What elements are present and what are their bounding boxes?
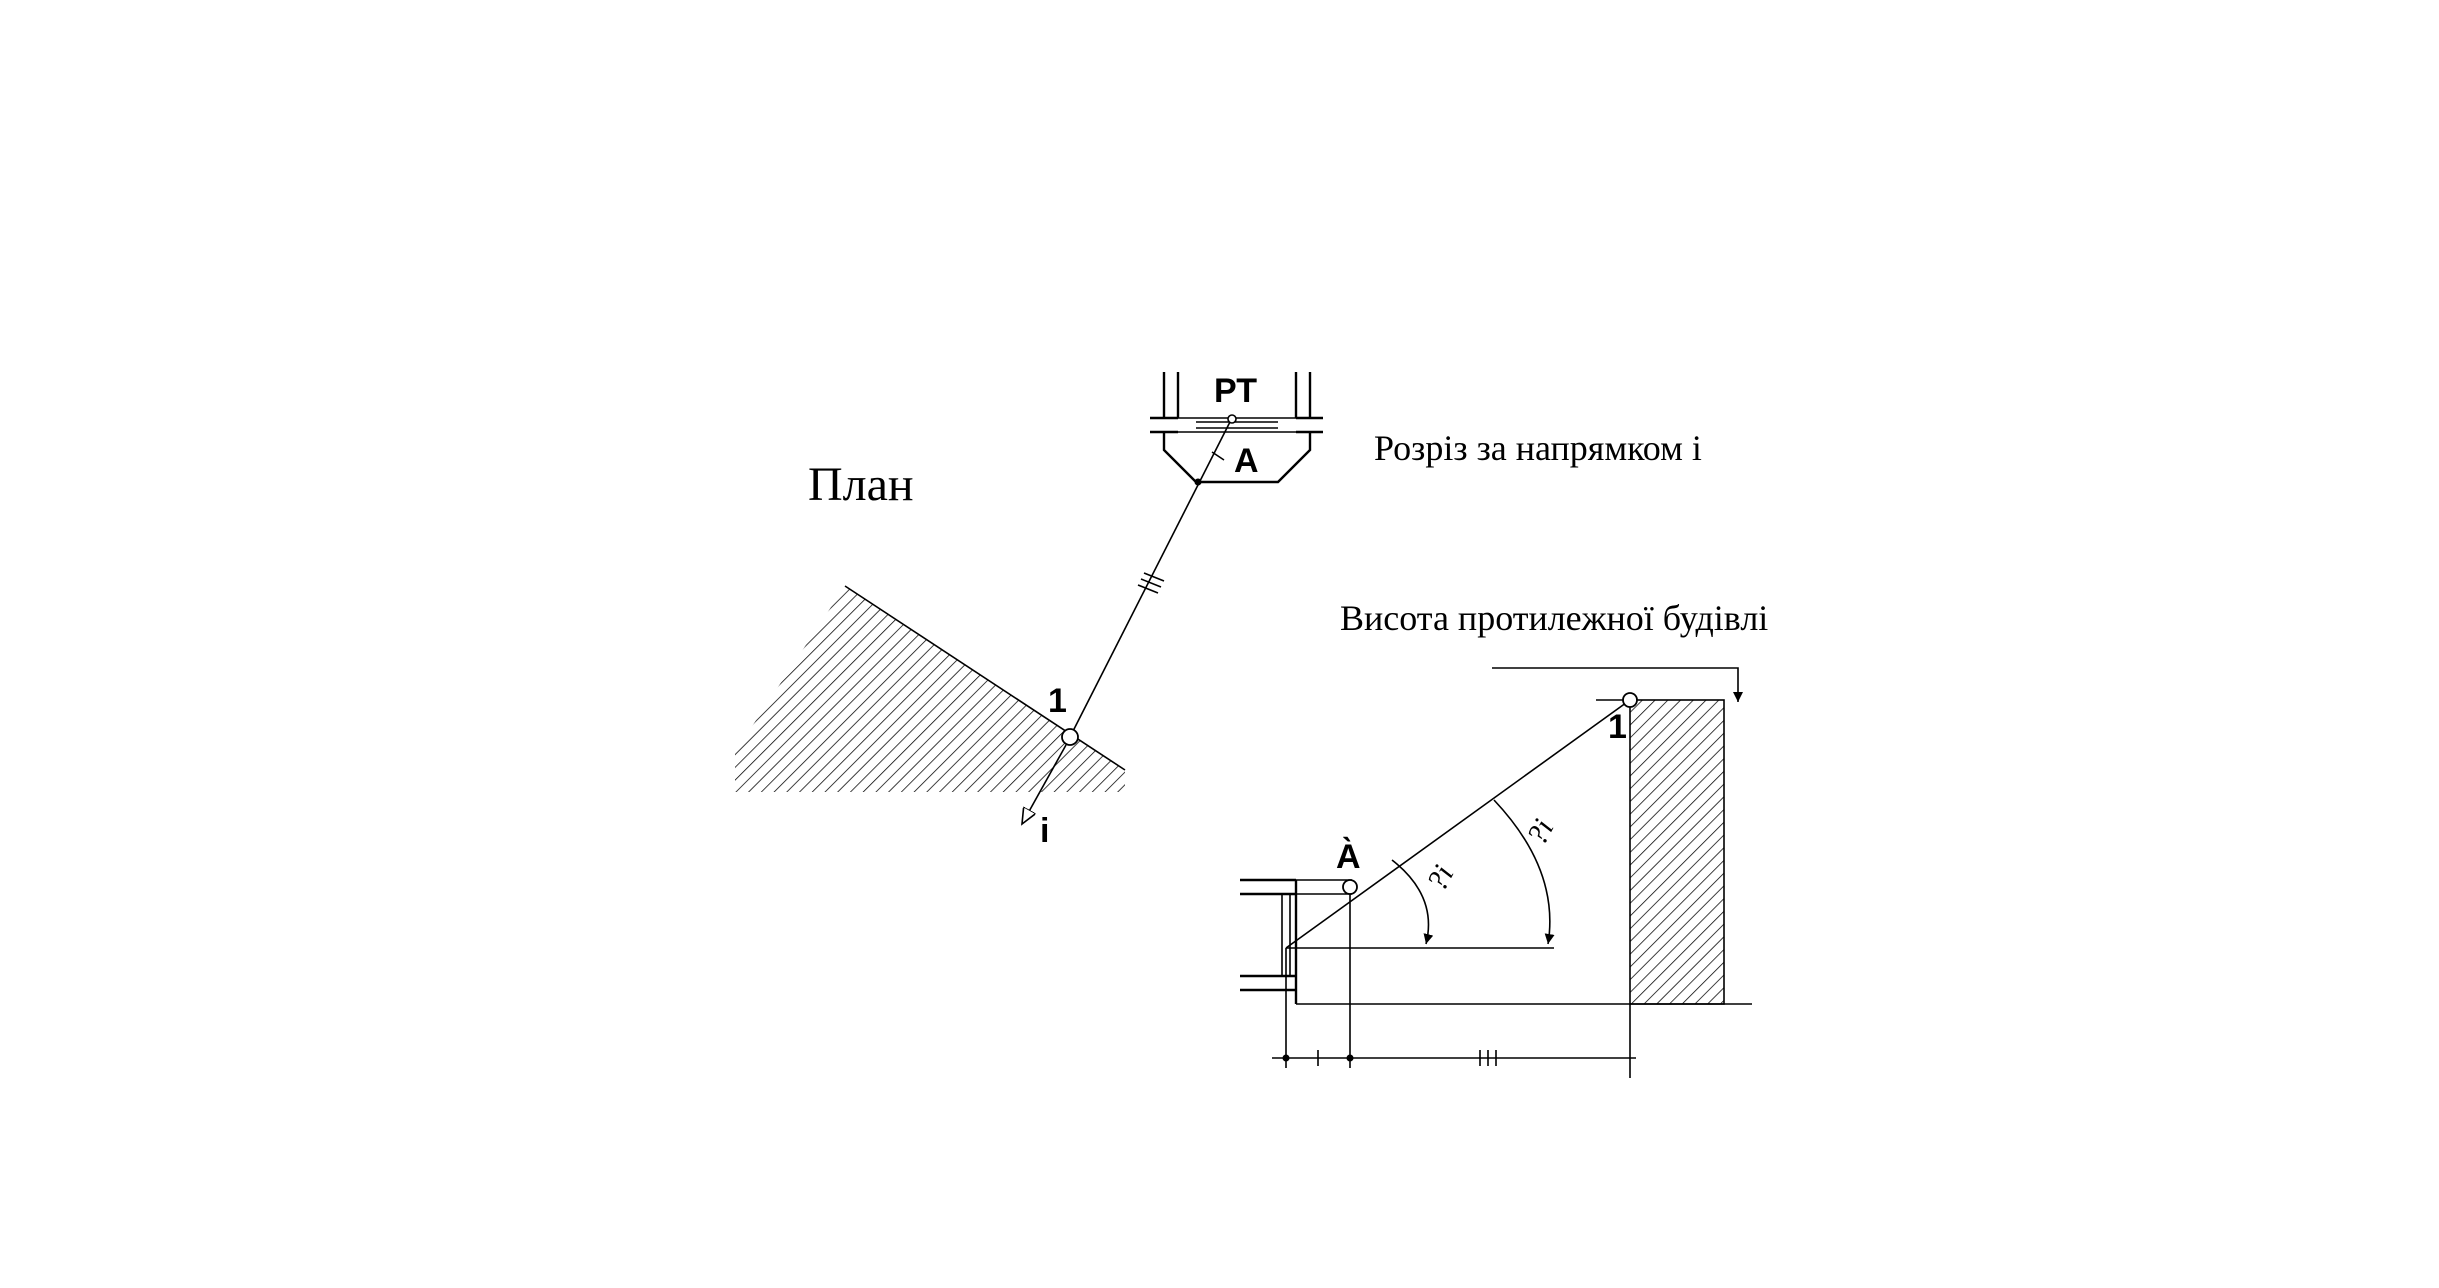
pt-label: РТ [1214,372,1257,410]
large-angle-arc [1493,799,1555,945]
plan-title: План [808,458,914,511]
dimension-line [1272,894,1636,1078]
section-point-a [1342,879,1358,895]
section-sight-line [1285,699,1631,949]
large-angle-label: ?і [1520,814,1560,850]
section-building-hatch [1630,700,1724,1004]
plan-point-a [1194,478,1202,486]
section-point-a-label: А̀ [1336,837,1361,876]
plan-sight-line [1069,417,1233,738]
direction-i-label: і [1040,812,1049,850]
small-angle-label: ?і [1420,860,1460,896]
plan-point-1 [1061,728,1079,746]
plan-point-1-label: 1 [1048,682,1067,720]
plan-view: План РТ А [735,372,1323,850]
plan-building-hatch [735,586,1125,792]
building-height-pointer [1492,667,1743,702]
direction-i-arrow [1022,744,1067,824]
section-point-1 [1622,692,1638,708]
plan-point-a-label: А [1234,442,1259,480]
plan-triple-tick [1137,572,1165,594]
plan-room [1150,372,1323,484]
building-height-label: Висота протилежної будівлі [1340,598,1768,638]
section-point-1-label: 1 [1608,708,1627,746]
pt-point [1227,414,1237,424]
plan-tick-a [1211,451,1225,461]
small-angle-arc [1391,859,1434,945]
section-view: Розріз за напрямком і Висота протилежної… [1240,428,1768,1078]
section-title: Розріз за напрямком і [1374,428,1702,468]
section-room-wall [1240,878,1352,1004]
